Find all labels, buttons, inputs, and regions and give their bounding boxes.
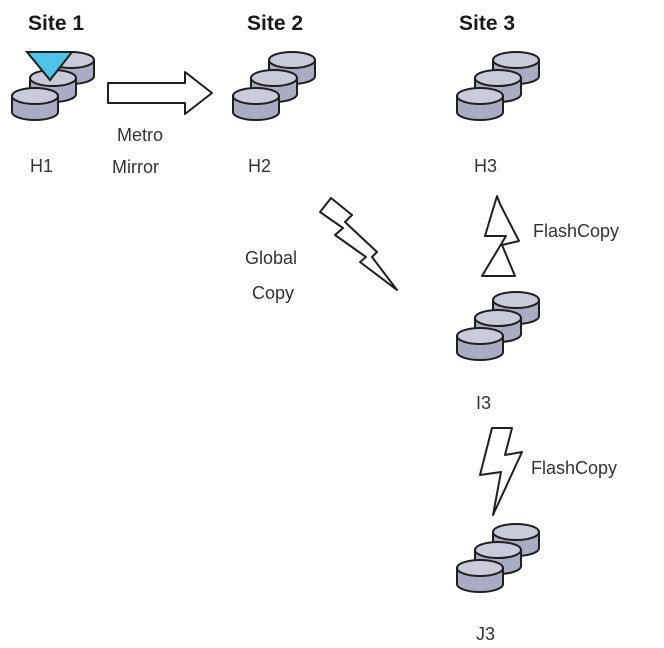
volume-h3-disks [457, 52, 539, 120]
volume-i3-label: I3 [476, 393, 491, 413]
volume-h3-label: H3 [474, 156, 497, 176]
flashcopy-1-label: FlashCopy [533, 221, 619, 241]
hollow-lightning-icon [319, 197, 398, 291]
triangle-down-icon [24, 51, 75, 82]
metro-mirror-label-line2: Mirror [112, 157, 159, 177]
metro-mirror-label-line1: Metro [117, 125, 163, 145]
lightning-icon [479, 427, 523, 516]
global-copy-label-line1: Global [245, 248, 297, 268]
site-2-title: Site 2 [247, 12, 303, 35]
flashcopy-2-label: FlashCopy [531, 458, 617, 478]
hollow-lightning-icon [481, 195, 520, 277]
global-copy-label-line2: Copy [252, 283, 294, 303]
volume-j3-label: J3 [476, 624, 495, 644]
volume-h2-disks [233, 52, 315, 120]
volume-j3-disks [457, 524, 539, 592]
volume-h2-label: H2 [248, 156, 271, 176]
site-1-title: Site 1 [28, 12, 84, 35]
hollow-arrow-right-icon [107, 71, 213, 115]
site-3-title: Site 3 [459, 12, 515, 35]
volume-i3-disks [457, 292, 539, 360]
volume-h1-label: H1 [30, 156, 53, 176]
